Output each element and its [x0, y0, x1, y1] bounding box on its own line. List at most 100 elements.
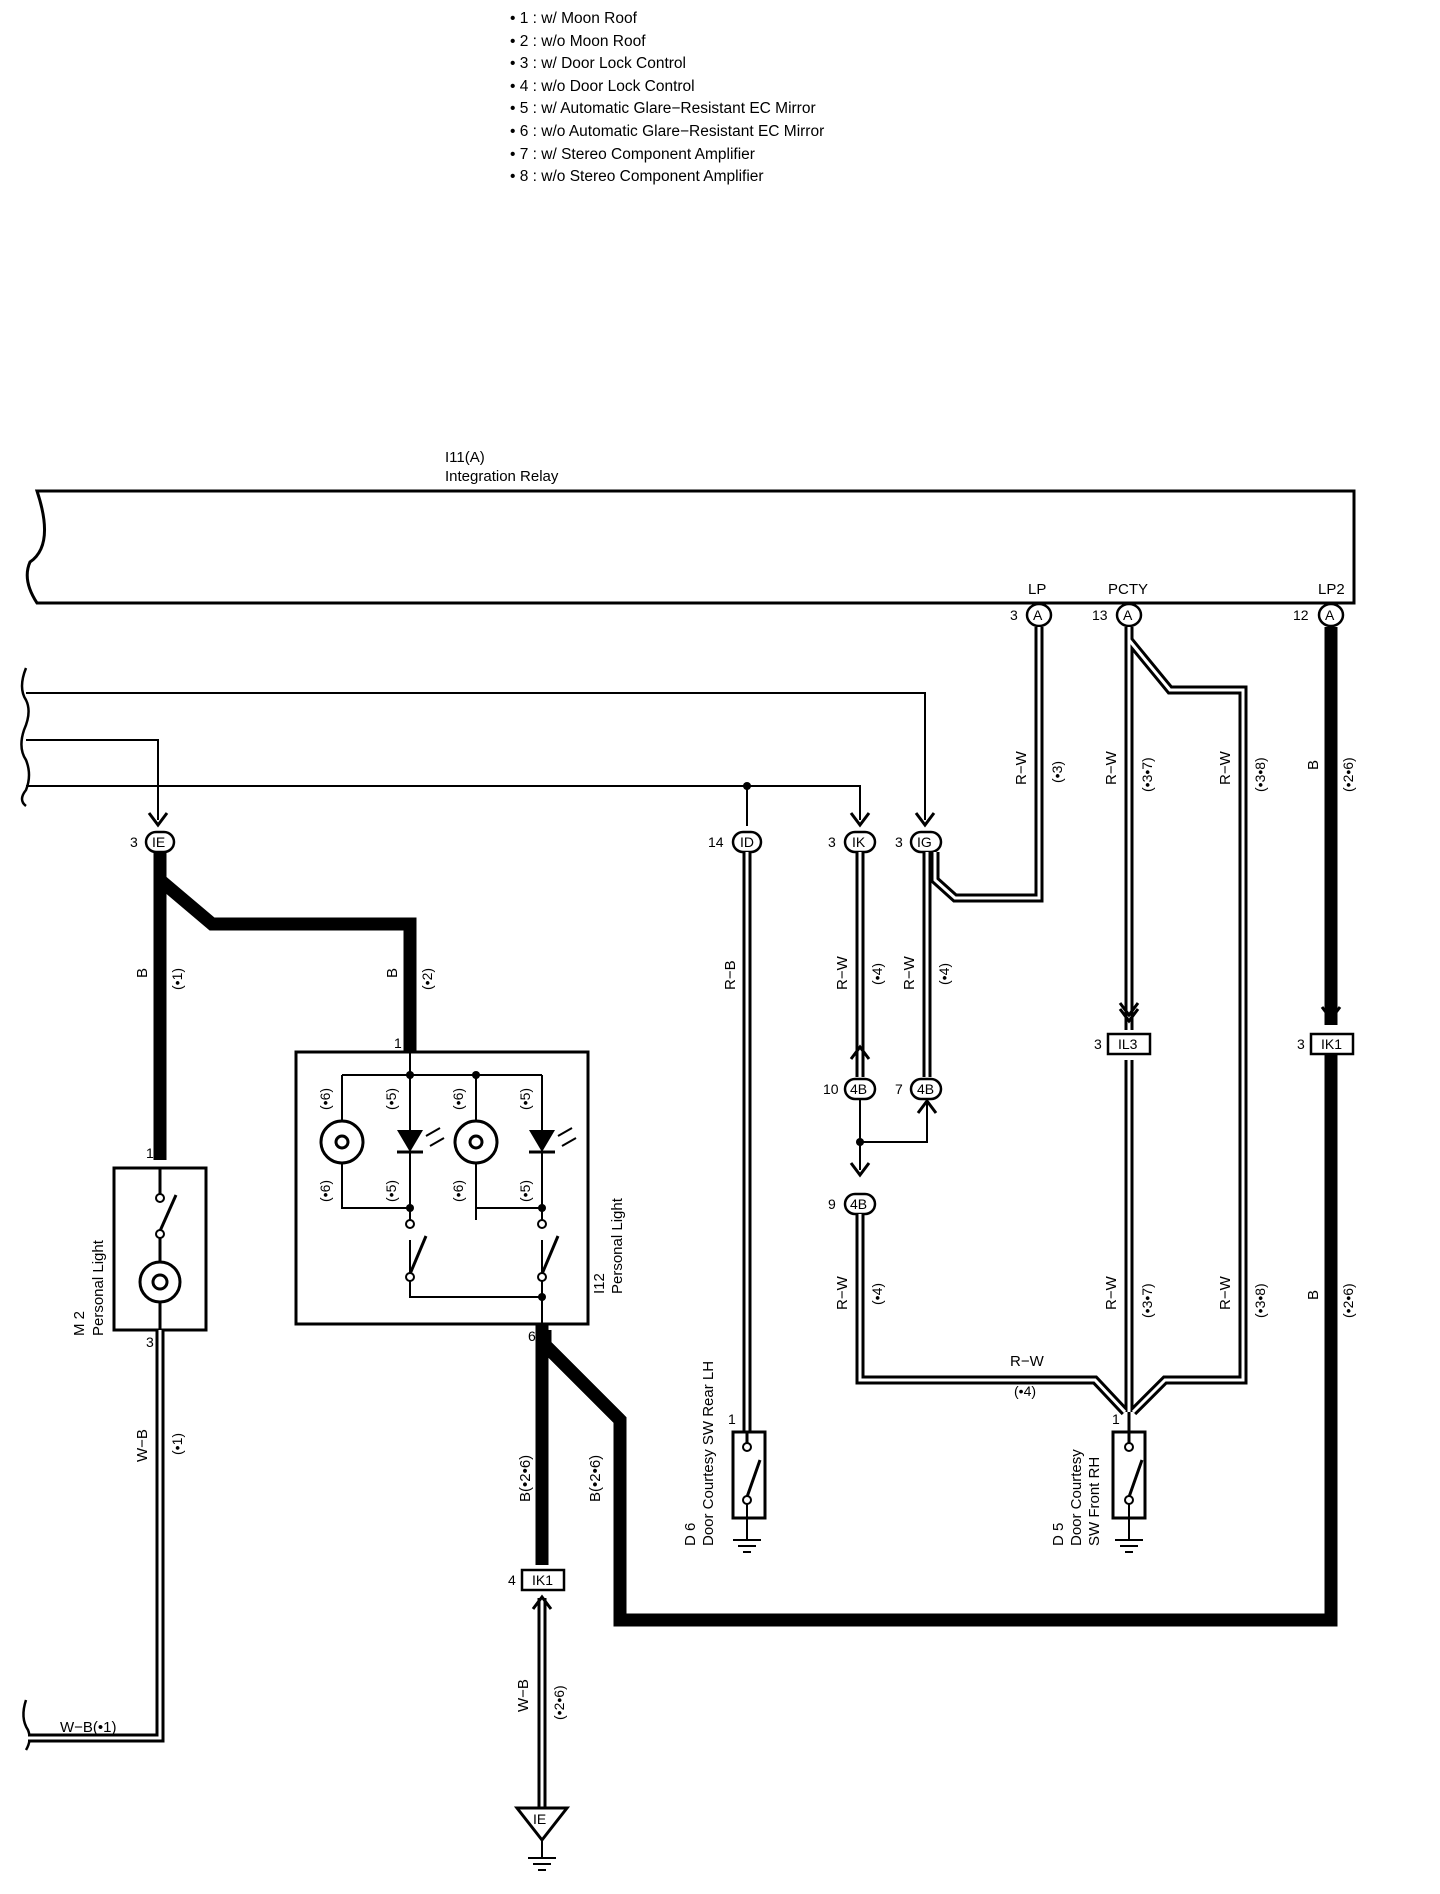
note-item: • 7 : w/ Stereo Component Amplifier	[510, 145, 755, 163]
svg-text:4B: 4B	[917, 1081, 934, 1097]
svg-text:(•3): (•3)	[1049, 761, 1065, 783]
junction-id: 14 ID	[708, 830, 763, 854]
m2-code: M 2	[71, 1311, 88, 1336]
i12-personal-light: 1	[294, 1035, 626, 1344]
svg-text:IE: IE	[152, 834, 165, 850]
svg-text:3: 3	[130, 834, 138, 850]
note-item: • 3 : w/ Door Lock Control	[510, 55, 686, 73]
svg-text:R−W: R−W	[901, 955, 918, 990]
svg-text:(•3•8): (•3•8)	[1252, 757, 1268, 792]
d5-code: D 5	[1050, 1523, 1067, 1546]
svg-text:14: 14	[708, 834, 724, 850]
svg-text:IL3: IL3	[1118, 1036, 1138, 1052]
junction-4b-right: 7 4B	[895, 1077, 943, 1101]
note-item: • 2 : w/o Moon Roof	[510, 32, 646, 50]
m2-personal-light: 1 3 M 2 Personal Light	[71, 1145, 208, 1350]
svg-text:ID: ID	[740, 834, 754, 850]
svg-text:LP2: LP2	[1318, 581, 1345, 598]
svg-text:3: 3	[828, 834, 836, 850]
junction-ik1-top: 3 IK1	[1297, 1032, 1355, 1056]
integration-relay: I11(A) Integration Relay	[25, 449, 1356, 605]
d6-door-courtesy-switch: 1 D 6 Door Courtesy SW Rear LH	[682, 1361, 767, 1553]
svg-text:B: B	[384, 968, 401, 978]
svg-text:R−W: R−W	[1217, 1275, 1234, 1310]
svg-text:(•5): (•5)	[383, 1088, 399, 1110]
svg-text:(•1): (•1)	[169, 968, 185, 990]
svg-text:(•5): (•5)	[383, 1180, 399, 1202]
d6-code: D 6	[682, 1523, 699, 1546]
junction-ik1-bottom: 4 IK1	[508, 1568, 566, 1592]
relay-name: Integration Relay	[445, 468, 559, 485]
svg-text:W−B: W−B	[515, 1679, 532, 1712]
terminal-lp: LP 3 A	[1010, 581, 1053, 628]
svg-text:R−W: R−W	[1010, 1353, 1045, 1370]
svg-text:B: B	[1305, 760, 1322, 770]
svg-text:1: 1	[1112, 1411, 1120, 1427]
d6-name: Door Courtesy SW Rear LH	[700, 1361, 717, 1546]
d5-door-courtesy-switch: 1 D 5 Door Courtesy SW Front RH	[1050, 1411, 1147, 1553]
option-notes-list: • 1 : w/ Moon Roof • 2 : w/o Moon Roof •…	[510, 8, 824, 189]
svg-text:IK1: IK1	[532, 1572, 553, 1588]
d5-name-line1: Door Courtesy	[1068, 1449, 1085, 1546]
svg-text:IE: IE	[533, 1811, 546, 1827]
junction-4b-lower: 9 4B	[828, 1192, 877, 1216]
svg-text:A: A	[1033, 607, 1043, 623]
terminal-lp2: LP2 12 A	[1293, 581, 1345, 628]
svg-text:B(•2•6): B(•2•6)	[517, 1455, 534, 1502]
svg-text:B: B	[134, 968, 151, 978]
junction-4b-left: 10 4B	[823, 1077, 877, 1101]
d5-name-line2: SW Front RH	[1086, 1457, 1103, 1546]
svg-text:3: 3	[1094, 1036, 1102, 1052]
svg-text:B(•2•6): B(•2•6)	[587, 1455, 604, 1502]
svg-text:1: 1	[394, 1035, 402, 1051]
svg-text:3: 3	[895, 834, 903, 850]
svg-text:LP: LP	[1028, 581, 1046, 598]
svg-text:7: 7	[895, 1081, 903, 1097]
svg-text:R−W: R−W	[1217, 750, 1234, 785]
svg-text:12: 12	[1293, 607, 1309, 623]
svg-text:R−W: R−W	[834, 955, 851, 990]
svg-text:(•1): (•1)	[169, 1433, 185, 1455]
junction-il3: 3 IL3	[1094, 1032, 1152, 1056]
i12-code: I12	[591, 1273, 608, 1294]
wire-labels: B (•1) B (•2) R−W (•3) R−W (•3•7) R−W (•…	[60, 750, 1356, 1736]
svg-text:R−W: R−W	[1013, 750, 1030, 785]
junction-ik: 3 IK	[828, 830, 877, 854]
svg-text:W−B: W−B	[134, 1429, 151, 1462]
note-item: • 8 : w/o Stereo Component Amplifier	[510, 168, 764, 186]
svg-text:R−W: R−W	[1103, 1275, 1120, 1310]
svg-text:IK: IK	[852, 834, 866, 850]
svg-text:4B: 4B	[850, 1196, 867, 1212]
svg-text:(•2•6): (•2•6)	[1340, 1283, 1356, 1318]
svg-text:6: 6	[528, 1328, 536, 1344]
svg-text:1: 1	[146, 1145, 154, 1161]
note-item: • 6 : w/o Automatic Glare−Resistant EC M…	[510, 122, 825, 140]
svg-text:PCTY: PCTY	[1108, 581, 1148, 598]
svg-text:3: 3	[146, 1334, 154, 1350]
svg-text:R−W: R−W	[1103, 750, 1120, 785]
svg-text:A: A	[1123, 607, 1133, 623]
i12-name: Personal Light	[609, 1197, 626, 1294]
svg-text:(•2•6): (•2•6)	[1340, 757, 1356, 792]
svg-text:(•4): (•4)	[869, 963, 885, 985]
junction-ie: 3 IE	[130, 830, 176, 854]
svg-text:(•4): (•4)	[1014, 1383, 1036, 1399]
svg-text:(•2•6): (•2•6)	[551, 1685, 567, 1720]
svg-text:(•3•8): (•3•8)	[1252, 1283, 1268, 1318]
svg-text:(•4): (•4)	[936, 963, 952, 985]
svg-text:(•3•7): (•3•7)	[1139, 757, 1155, 792]
ground-ie: IE	[513, 1806, 571, 1871]
svg-text:B: B	[1305, 1290, 1322, 1300]
m2-name: Personal Light	[90, 1239, 107, 1336]
svg-text:9: 9	[828, 1196, 836, 1212]
svg-text:(•5): (•5)	[517, 1088, 533, 1110]
note-item: • 1 : w/ Moon Roof	[510, 10, 637, 27]
svg-text:R−W: R−W	[834, 1275, 851, 1310]
svg-text:1: 1	[728, 1411, 736, 1427]
svg-text:3: 3	[1010, 607, 1018, 623]
svg-text:(•6): (•6)	[450, 1180, 466, 1202]
note-item: • 4 : w/o Door Lock Control	[510, 77, 695, 95]
svg-text:10: 10	[823, 1081, 839, 1097]
svg-text:R−B: R−B	[722, 960, 739, 990]
